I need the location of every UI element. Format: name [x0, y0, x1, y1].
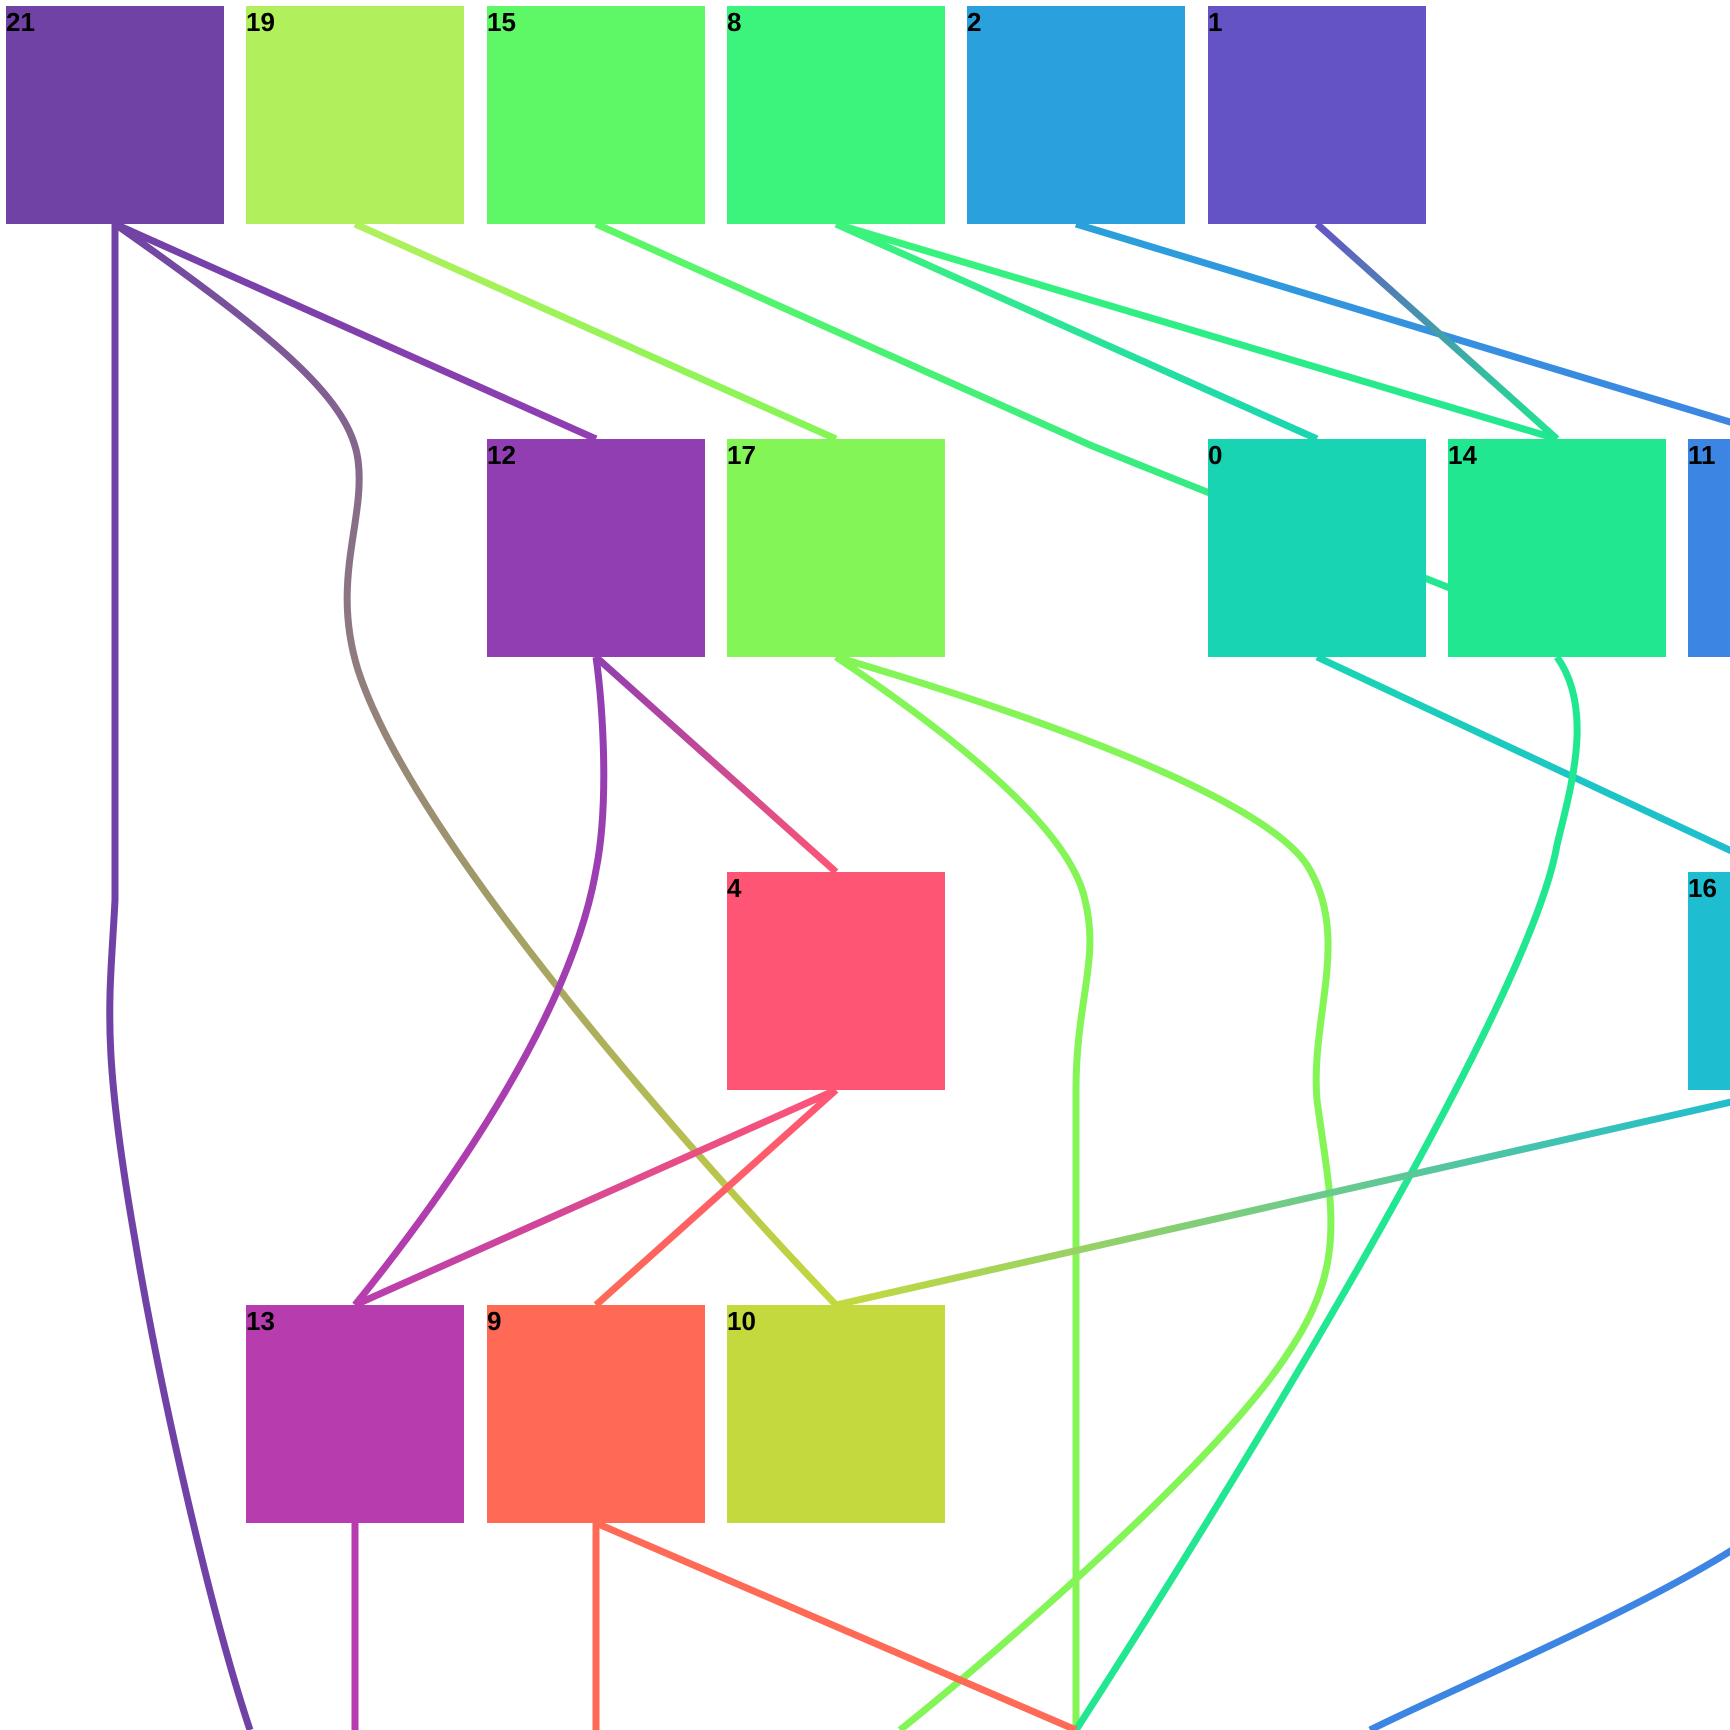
node-box[interactable] — [487, 439, 705, 657]
node-label: 4 — [727, 873, 742, 903]
node-label: 12 — [487, 440, 516, 470]
node-12[interactable]: 12 — [487, 439, 705, 657]
node-1[interactable]: 1 — [1208, 6, 1426, 224]
node-label: 10 — [727, 1306, 756, 1336]
node-box[interactable] — [1448, 439, 1666, 657]
node-box[interactable] — [1208, 439, 1426, 657]
node-box[interactable] — [1688, 872, 1730, 1090]
edge-21-10 — [112, 221, 839, 1308]
edge-11-offscreen — [1368, 1547, 1730, 1730]
edge-2-11 — [1074, 220, 1730, 426]
edge-8-0 — [834, 220, 1319, 443]
node-label: 2 — [967, 7, 981, 37]
edge-12-4 — [593, 654, 839, 875]
node-21[interactable]: 21 — [6, 6, 224, 224]
node-label: 15 — [487, 7, 516, 37]
edge-8-14 — [834, 220, 1559, 443]
node-19[interactable]: 19 — [246, 6, 464, 224]
edge-21-offscreen — [106, 224, 254, 1730]
edge-17-offscreen — [834, 654, 1094, 1730]
node-8[interactable]: 8 — [727, 6, 945, 224]
node-box[interactable] — [6, 6, 224, 224]
node-box[interactable] — [727, 439, 945, 657]
node-label: 1 — [1208, 7, 1222, 37]
node-label: 8 — [727, 7, 741, 37]
node-label: 14 — [1448, 440, 1477, 470]
edge-12-13 — [352, 656, 608, 1308]
node-11[interactable]: 11 — [1688, 439, 1730, 657]
node-box[interactable] — [487, 1305, 705, 1523]
node-4[interactable]: 4 — [727, 872, 945, 1090]
node-box[interactable] — [727, 872, 945, 1090]
node-label: 9 — [487, 1306, 501, 1336]
edge-21-12 — [113, 220, 598, 443]
node-label: 0 — [1208, 440, 1222, 470]
node-box[interactable] — [246, 6, 464, 224]
node-14[interactable]: 14 — [1448, 439, 1666, 657]
node-box[interactable] — [967, 6, 1185, 224]
edge-4-13 — [353, 1086, 838, 1309]
node-box[interactable] — [487, 6, 705, 224]
node-box[interactable] — [727, 1305, 945, 1523]
edge-9-offscreen — [594, 1519, 1078, 1730]
node-label: 21 — [6, 7, 35, 37]
node-label: 13 — [246, 1306, 275, 1336]
node-0[interactable]: 0 — [1208, 439, 1426, 657]
node-16[interactable]: 16 — [1688, 872, 1730, 1090]
node-label: 17 — [727, 440, 756, 470]
edge-16-10 — [835, 1098, 1730, 1309]
node-box[interactable] — [1208, 6, 1426, 224]
node-box[interactable] — [1688, 439, 1730, 657]
node-17[interactable]: 17 — [727, 439, 945, 657]
node-2[interactable]: 2 — [967, 6, 1185, 224]
node-box[interactable] — [727, 6, 945, 224]
node-13[interactable]: 13 — [246, 1305, 464, 1523]
edge-1-14 — [1314, 221, 1560, 442]
node-label: 16 — [1688, 873, 1717, 903]
node-box[interactable] — [246, 1305, 464, 1523]
node-10[interactable]: 10 — [727, 1305, 945, 1523]
edge-14-offscreen — [1073, 654, 1581, 1730]
edge-0-16 — [1315, 653, 1730, 855]
node-label: 19 — [246, 7, 275, 37]
node-label: 11 — [1688, 440, 1716, 470]
edge-17-offscreen — [835, 653, 1335, 1730]
edge-19-17 — [353, 220, 838, 443]
node-15[interactable]: 15 — [487, 6, 705, 224]
edge-4-9 — [593, 1087, 839, 1308]
node-9[interactable]: 9 — [487, 1305, 705, 1523]
